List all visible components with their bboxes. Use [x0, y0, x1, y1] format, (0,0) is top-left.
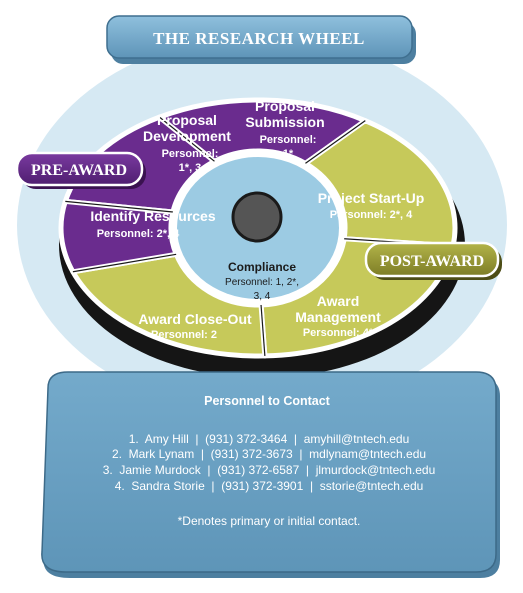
- contact-person-3: 3. Jamie Murdock | (931) 372-6587 | jlmu…: [103, 463, 436, 477]
- compliance-hub: Compliance Personnel: 1, 2*, 3, 4: [171, 151, 345, 305]
- contact-person-2: 2. Mark Lynam | (931) 372-3673 | mdlynam…: [112, 447, 426, 461]
- segment-labels: Proposal Development Personnel: 1*, 3 Pr…: [90, 98, 424, 341]
- title-banner: THE RESEARCH WHEEL: [106, 15, 416, 64]
- award-close-out-title: Award Close-Out: [138, 311, 252, 327]
- proposal-development-personnel-2: 1*, 3: [179, 162, 202, 174]
- identify-resources-personnel: Personnel: 2*, 4: [97, 228, 180, 240]
- segment-divider: [65, 200, 173, 213]
- title: THE RESEARCH WHEEL: [153, 29, 365, 48]
- proposal-submission-title-1: Proposal: [255, 98, 315, 114]
- contact-note: *Denotes primary or initial contact.: [178, 514, 361, 528]
- compliance-personnel-line-2: 3, 4: [254, 291, 271, 302]
- hub-axle: [231, 191, 283, 243]
- proposal-submission-personnel-2: 1*: [283, 148, 294, 160]
- post-award-label: POST-AWARD: [380, 253, 484, 270]
- project-start-up-title: Project Start-Up: [318, 190, 425, 206]
- segment-divider: [159, 116, 215, 162]
- compliance-personnel-line-1: Personnel: 1, 2*,: [225, 277, 299, 288]
- segment-divider: [72, 253, 177, 273]
- award-management-title-2: Management: [295, 309, 381, 325]
- wheel-segments: [58, 97, 458, 359]
- pre-award-pill: PRE-AWARD: [15, 151, 146, 189]
- segment-divider: [260, 304, 266, 356]
- project-start-up-personnel: Personnel: 2*, 4: [330, 209, 413, 221]
- proposal-development-personnel-1: Personnel:: [162, 148, 219, 160]
- award-management-title-1: Award: [317, 293, 360, 309]
- award-close-out-personnel: Personnel: 2: [151, 329, 217, 341]
- proposal-submission-title-2: Submission: [245, 114, 324, 130]
- contact-person-4: 4. Sandra Storie | (931) 372-3901 | ssto…: [115, 479, 424, 493]
- proposal-development-title-2: Development: [143, 128, 231, 144]
- proposal-development-title-1: Proposal: [157, 112, 217, 128]
- segment-divider: [305, 120, 366, 164]
- contact-box: Personnel to Contact 1. Amy Hill | (931)…: [41, 371, 500, 578]
- pre-award-label: PRE-AWARD: [31, 162, 127, 179]
- post-award-pill: POST-AWARD: [364, 241, 502, 280]
- compliance-title: Compliance: [228, 260, 296, 274]
- contact-heading: Personnel to Contact: [204, 394, 331, 408]
- contact-person-1: 1. Amy Hill | (931) 372-3464 | amyhill@t…: [129, 432, 410, 446]
- proposal-submission-personnel-1: Personnel:: [260, 134, 317, 146]
- award-management-personnel: Personnel: 4*: [303, 327, 374, 339]
- identify-resources-title: Identify Resources: [90, 208, 215, 224]
